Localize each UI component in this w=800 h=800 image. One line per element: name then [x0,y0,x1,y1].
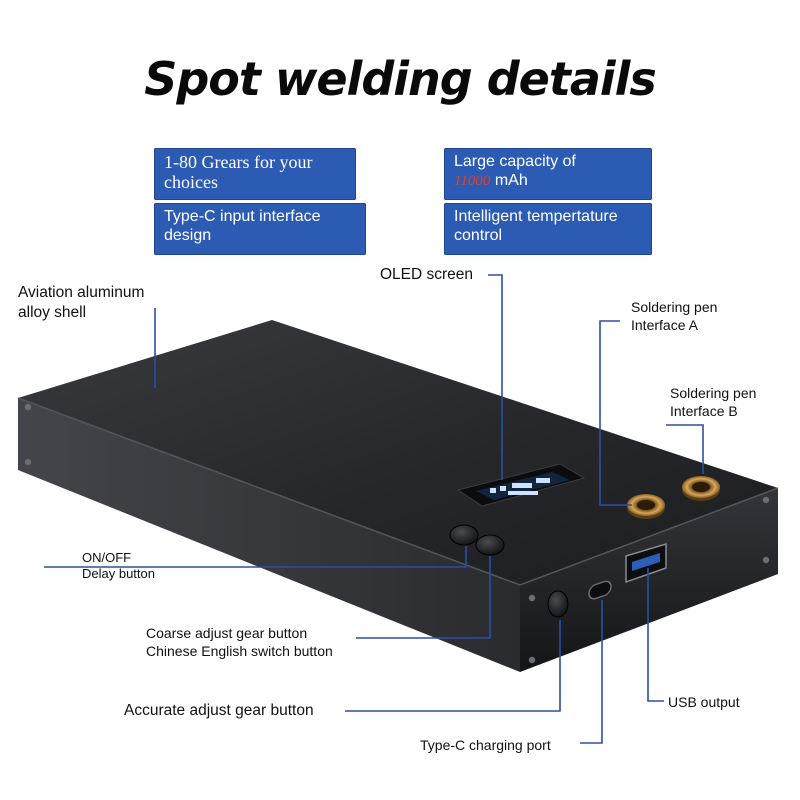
badge-capacity-value: 11000 [454,173,491,189]
label-soldering-pen-b: Soldering pen Interface B [670,384,756,420]
label-soldering-pen-a-line2: Interface A [631,317,698,333]
device-left-side [18,398,520,672]
device-front-face [520,488,778,672]
label-soldering-pen-b-line1: Soldering pen [670,385,757,401]
label-usb-output-text: USB output [668,694,740,710]
badge-gears: 1-80 Grears for your choices [154,148,356,200]
front-knob [547,590,569,618]
brass-connector-a [627,494,665,519]
label-accurate-adjust-text: Accurate adjust gear button [124,702,314,719]
badge-capacity-prefix: Large capacity of [454,153,576,170]
label-aviation-shell-line2: alloy shell [18,304,87,321]
label-aviation-shell: Aviation aluminum alloy shell [18,283,144,323]
label-soldering-pen-a: Soldering pen Interface A [631,298,717,334]
label-oled-screen-text: OLED screen [380,266,474,283]
corner-screws [24,403,770,664]
label-soldering-pen-a-line1: Soldering pen [631,299,718,315]
typec-port-icon [588,580,612,600]
label-onoff-line2: Delay button [82,566,155,581]
label-typec-charging-port-text: Type-C charging port [420,737,551,753]
label-aviation-shell-line1: Aviation aluminum [18,284,145,301]
label-typec-charging-port: Type-C charging port [420,736,551,754]
oled-screen [456,463,586,507]
device-top-face [18,320,778,585]
label-accurate-adjust: Accurate adjust gear button [124,701,314,721]
leader-lines [44,274,704,744]
badge-typec-input: Type-C input interface design [154,203,366,255]
badge-capacity-unit: mAh [490,172,528,189]
device-edge-highlight [17,397,779,586]
page-title: Spot welding details [144,52,657,106]
label-usb-output: USB output [668,693,740,711]
badge-temperature: Intelligent tempertature control [444,203,652,255]
label-soldering-pen-b-line2: Interface B [670,403,738,419]
badge-temperature-text: Intelligent tempertature control [454,208,618,244]
label-coarse-adjust: Coarse adjust gear button Chinese Englis… [146,624,333,660]
badge-gears-text: 1-80 Grears for your choices [164,152,313,192]
badge-capacity: Large capacity of 11000 mAh [444,148,652,200]
brass-connector-b [682,476,720,501]
usb-port-icon [625,542,667,584]
label-oled-screen: OLED screen [380,265,473,285]
top-buttons [449,524,505,556]
label-coarse-adjust-line1: Coarse adjust gear button [146,625,308,641]
label-onoff-button: ON/OFF Delay button [82,550,155,582]
label-coarse-adjust-line2: Chinese English switch button [146,643,333,659]
badge-typec-input-text: Type-C input interface design [164,208,321,244]
label-onoff-line1: ON/OFF [82,550,132,565]
